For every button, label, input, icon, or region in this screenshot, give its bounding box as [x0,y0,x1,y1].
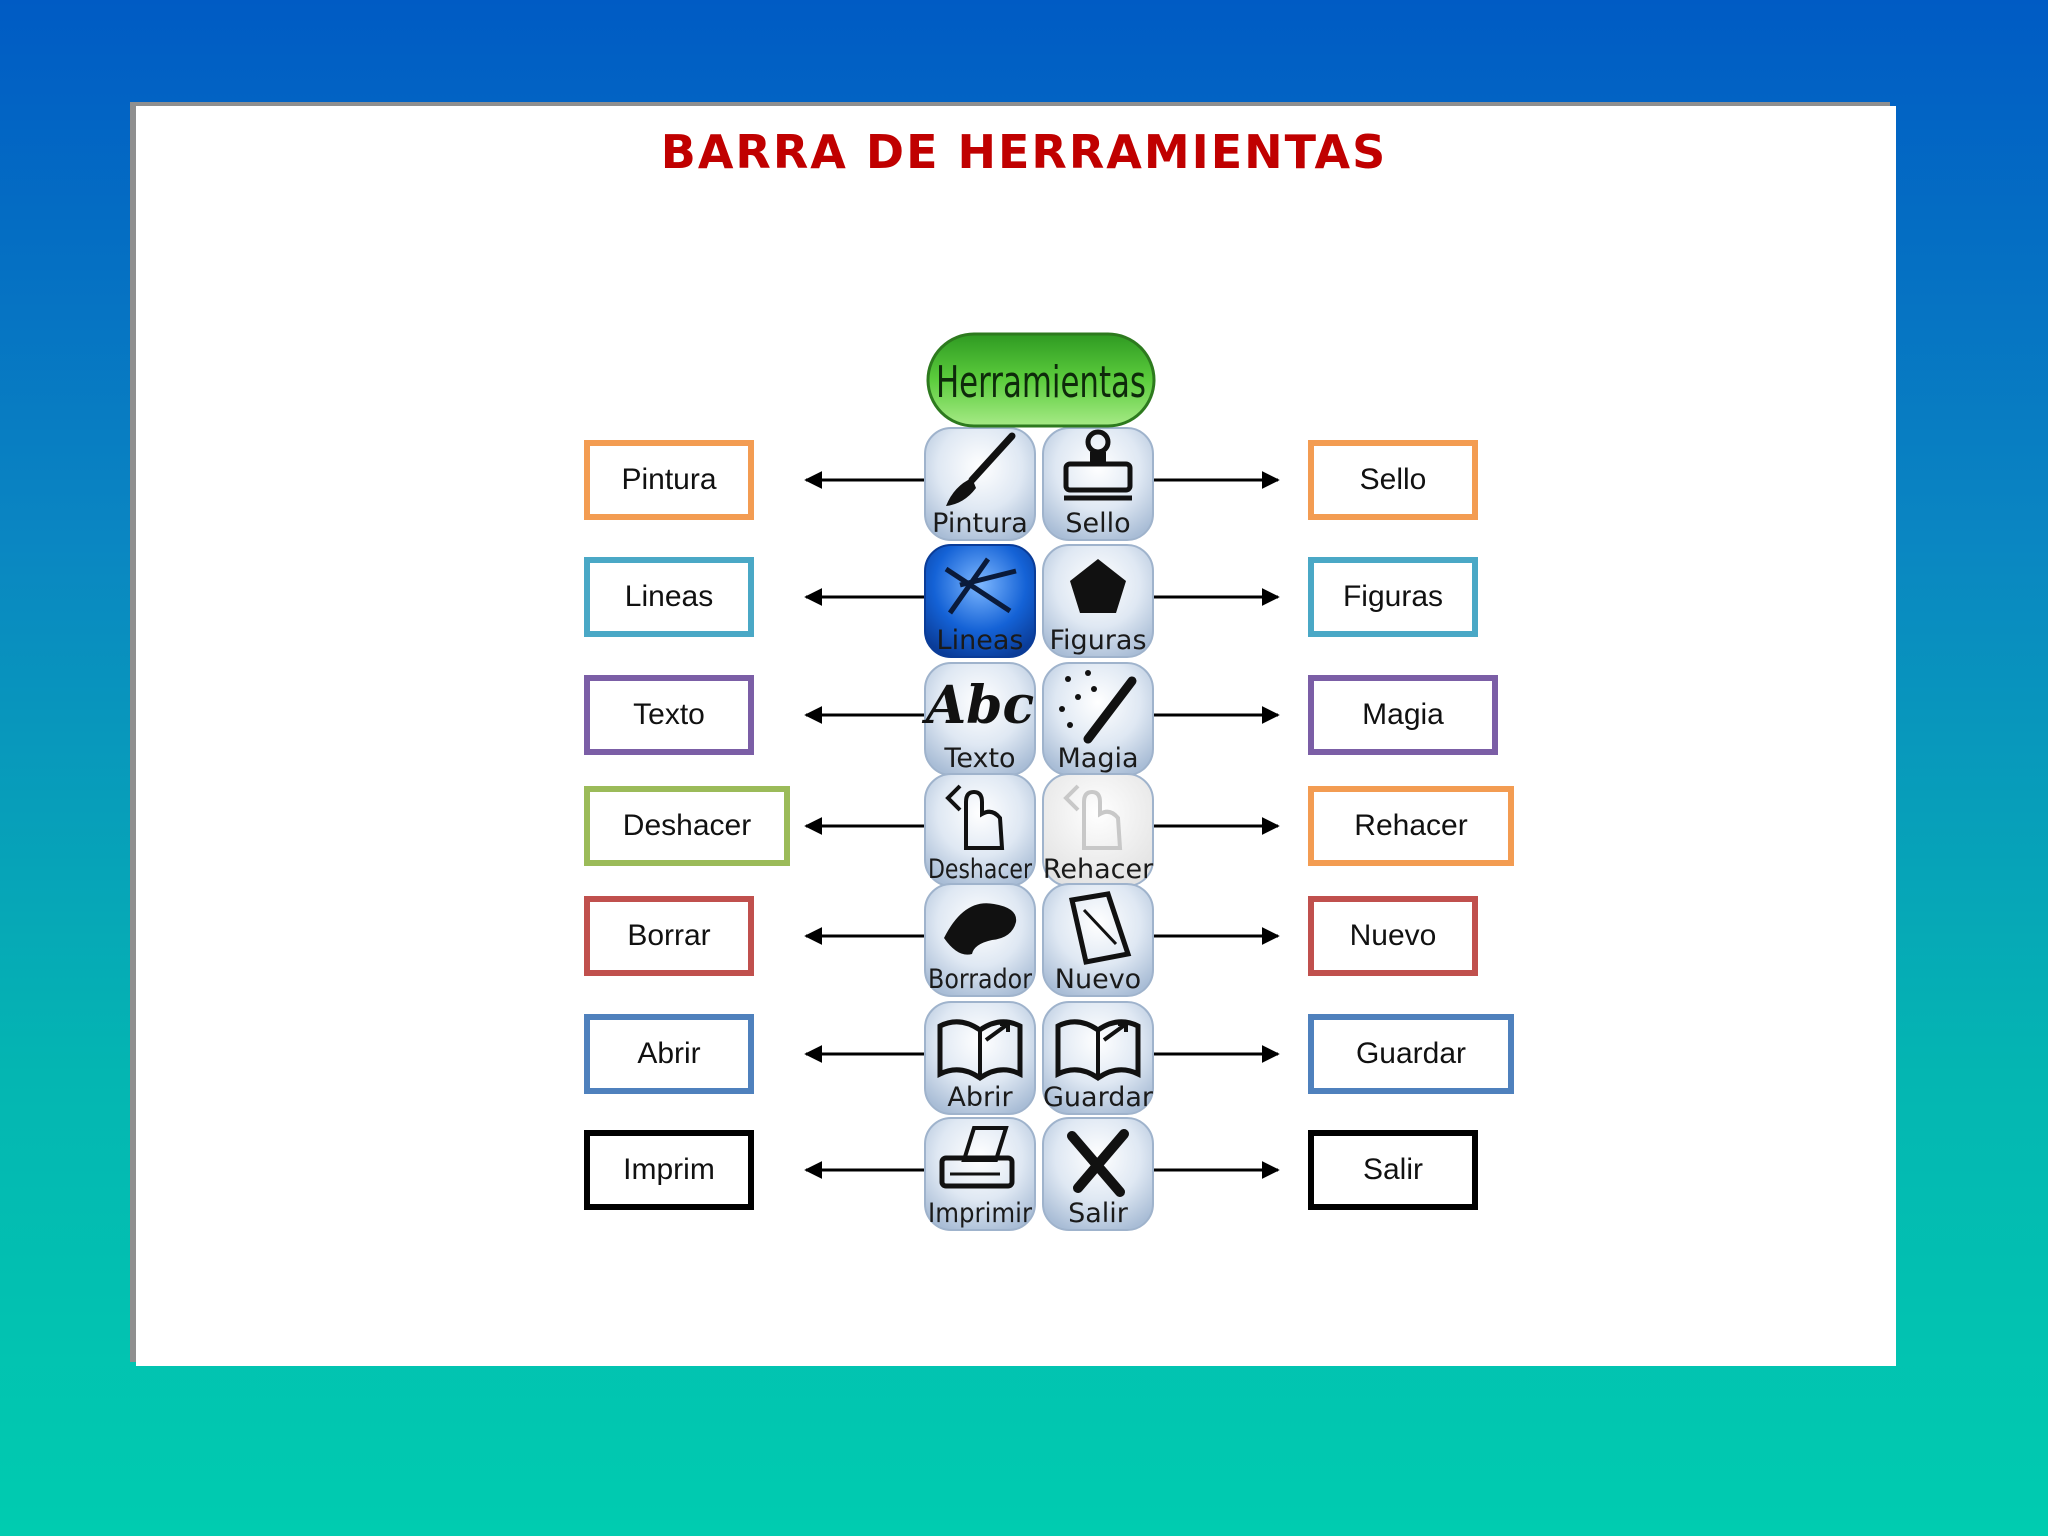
tool-button-abrir[interactable]: Abrir [924,1001,1036,1115]
left-label-texto: Texto [584,675,754,755]
redo-hand-icon [1063,784,1123,850]
lines-icon [944,557,1017,615]
slide-title: BARRA DE HERRAMIENTAS [660,125,1388,179]
tool-button-label: Pintura [932,508,1028,539]
right-label-salir: Salir [1308,1130,1478,1210]
tool-button-imprimir[interactable]: Imprimir [924,1117,1036,1231]
left-label-imprim: Imprim [584,1130,754,1210]
tool-button-label: Salir [1068,1198,1129,1229]
exit-x-icon [1067,1129,1129,1197]
tool-button-label: Figuras [1049,625,1146,656]
tool-button-sello[interactable]: Sello [1042,427,1154,541]
open-book-icon [937,1019,1023,1082]
tool-button-lineas[interactable]: Lineas [924,544,1036,658]
eraser-icon [944,903,1017,955]
tool-button-label: Imprimir [928,1198,1033,1229]
magic-wand-icon [1059,670,1137,744]
tool-button-figuras[interactable]: Figuras [1042,544,1154,658]
right-label-rehacer: Rehacer [1308,786,1514,866]
tool-button-label: Magia [1057,743,1138,774]
printer-icon [939,1126,1015,1189]
left-label-deshacer: Deshacer [584,786,790,866]
tool-button-magia[interactable]: Magia [1042,662,1154,776]
tool-button-label: Texto [943,743,1015,774]
tool-button-deshacer[interactable]: Deshacer [924,773,1036,887]
right-label-figuras: Figuras [1308,557,1478,637]
left-label-borrar: Borrar [584,896,754,976]
tool-button-label: Sello [1065,508,1130,539]
left-label-lineas: Lineas [584,557,754,637]
new-page-icon [1068,891,1132,965]
right-label-nuevo: Nuevo [1308,896,1478,976]
right-label-guardar: Guardar [1308,1014,1514,1094]
tool-button-pintura[interactable]: Pintura [924,427,1036,541]
tool-button-guardar[interactable]: Guardar [1042,1001,1154,1115]
tool-button-label: Deshacer [928,854,1033,885]
abc-glyph: Abc [921,675,1034,736]
tool-button-borrador[interactable]: Borrador [924,883,1036,997]
left-label-abrir: Abrir [584,1014,754,1094]
tool-button-salir[interactable]: Salir [1042,1117,1154,1231]
abc-text-icon: Abc [921,675,1034,736]
left-label-pintura: Pintura [584,440,754,520]
tool-button-nuevo[interactable]: Nuevo [1042,883,1154,997]
tool-button-label: Borrador [928,964,1033,995]
save-book-icon [1055,1019,1141,1082]
herramientas-header-label: Herramientas [936,357,1146,408]
tool-button-label: Nuevo [1055,964,1141,995]
tool-button-label: Rehacer [1043,854,1154,885]
tool-button-label: Abrir [947,1082,1013,1113]
tool-button-label: Guardar [1043,1082,1154,1113]
undo-hand-icon [945,784,1005,850]
right-label-sello: Sello [1308,440,1478,520]
brush-icon [946,432,1016,506]
stamp-icon [1063,429,1133,501]
pentagon-icon [1070,559,1126,613]
right-label-magia: Magia [1308,675,1498,755]
tool-button-label: Lineas [937,625,1024,656]
tool-button-rehacer[interactable]: Rehacer [1042,773,1154,887]
herramientas-header-button[interactable]: Herramientas [926,332,1156,428]
